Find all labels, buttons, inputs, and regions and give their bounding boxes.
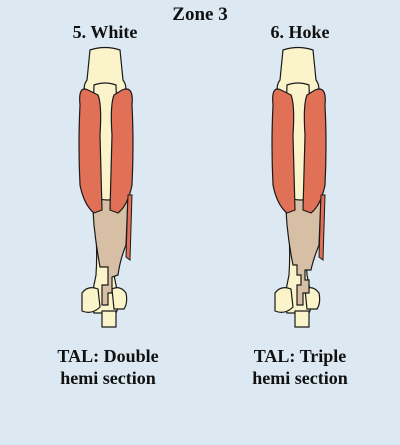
femur-condyle-bone — [83, 46, 127, 94]
gastrocnemius-muscle — [271, 88, 327, 261]
hoke-caption-line2: hemi section — [252, 368, 348, 388]
femur-condyle-bone — [276, 46, 320, 94]
hoke-caption-line1: TAL: Triple — [253, 346, 347, 366]
hoke-caption: TAL: Triple hemi section — [210, 345, 390, 389]
white-caption-line2: hemi section — [60, 368, 156, 388]
white-caption-line1: TAL: Double — [57, 346, 159, 366]
foot-bones — [81, 287, 128, 328]
white-leg-illustration — [78, 46, 134, 328]
gastrocnemius-muscle — [78, 88, 134, 261]
hoke-technique-title: 6. Hoke — [270, 22, 330, 42]
white-technique-title: 5. White — [72, 22, 138, 42]
zone-title: Zone 3 — [172, 4, 228, 25]
white-caption: TAL: Double hemi section — [18, 345, 198, 389]
hoke-leg-illustration — [271, 46, 327, 328]
